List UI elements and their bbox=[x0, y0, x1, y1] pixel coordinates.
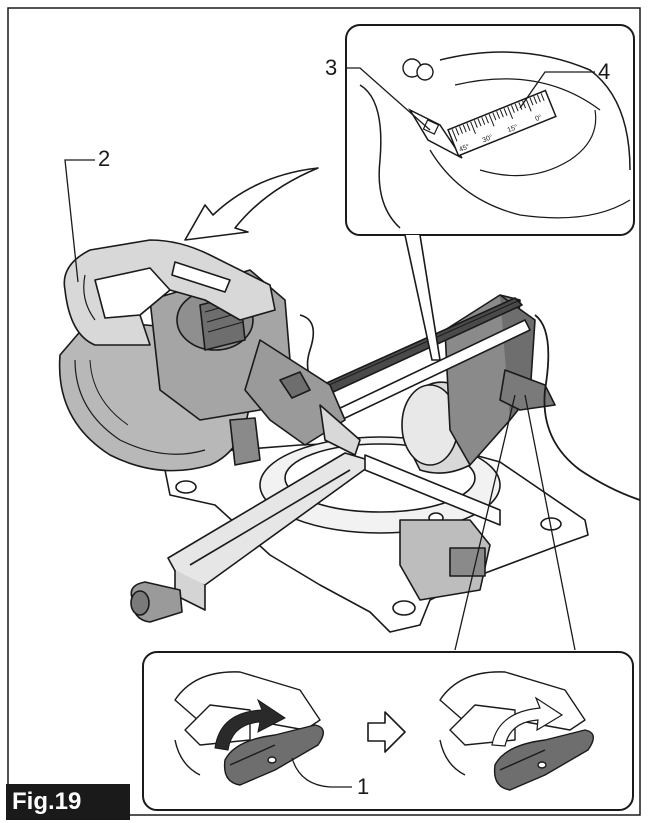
scale-tick bbox=[492, 112, 497, 121]
mount-hole bbox=[175, 480, 197, 494]
lever-inset bbox=[142, 394, 634, 811]
scale-tick bbox=[459, 126, 463, 134]
scale-tick bbox=[514, 103, 519, 112]
mount-hole bbox=[392, 600, 416, 616]
scale-tick bbox=[507, 106, 514, 120]
bevel-support bbox=[399, 519, 491, 601]
scale-tick bbox=[518, 102, 523, 110]
scale-tick bbox=[522, 100, 527, 109]
bevel-scale: 45° 30° 15° 0° bbox=[447, 89, 557, 157]
scale-tick bbox=[485, 115, 489, 124]
scale-tick bbox=[496, 111, 501, 119]
callout-number-1: 1 bbox=[357, 774, 370, 799]
fence bbox=[364, 454, 501, 526]
lever-handle bbox=[223, 724, 324, 786]
scale-tick bbox=[466, 123, 471, 131]
callout-number-2: 2 bbox=[98, 146, 111, 171]
callout-2-leader bbox=[64, 159, 95, 283]
lever-rotation-arrow-icon bbox=[491, 696, 564, 747]
scale-tick bbox=[540, 93, 545, 101]
scale-tick bbox=[529, 97, 534, 106]
figure-label: Fig.19 bbox=[6, 784, 130, 820]
scale-tick bbox=[533, 96, 538, 104]
callout-1-leader bbox=[291, 757, 352, 788]
scale-tick bbox=[481, 117, 486, 125]
lever-handle bbox=[493, 729, 594, 791]
scale-tick bbox=[499, 109, 504, 118]
scale-mark: 0° bbox=[534, 113, 543, 123]
scale-tick bbox=[488, 114, 495, 127]
scale-tick bbox=[455, 127, 460, 136]
scale-mark: 15° bbox=[506, 123, 519, 134]
scale-mark: 45° bbox=[458, 142, 471, 153]
rotate-arrow-icon bbox=[184, 167, 319, 241]
next-step-arrow-icon bbox=[367, 711, 406, 753]
figure-frame bbox=[7, 7, 641, 816]
scale-tick bbox=[470, 121, 476, 134]
callout-number-3: 3 bbox=[325, 55, 338, 80]
scale-tick bbox=[510, 105, 515, 113]
lever-rotation-arrow-icon bbox=[214, 698, 286, 751]
power-cord bbox=[534, 314, 641, 501]
scale-tick bbox=[525, 99, 532, 112]
callout-number-4: 4 bbox=[598, 59, 611, 84]
miter-saw bbox=[58, 239, 641, 633]
scale-mark: 30° bbox=[481, 133, 494, 144]
bevel-scale-inset: 45° 30° 15° 0° bbox=[345, 24, 635, 361]
scale-tick bbox=[503, 108, 508, 116]
scale-tick bbox=[451, 129, 458, 142]
scale-tick bbox=[536, 94, 541, 103]
scale-tick bbox=[473, 120, 478, 128]
scale-tick bbox=[462, 124, 467, 133]
scale-tick bbox=[477, 118, 482, 127]
bevel-pointer bbox=[408, 108, 463, 159]
